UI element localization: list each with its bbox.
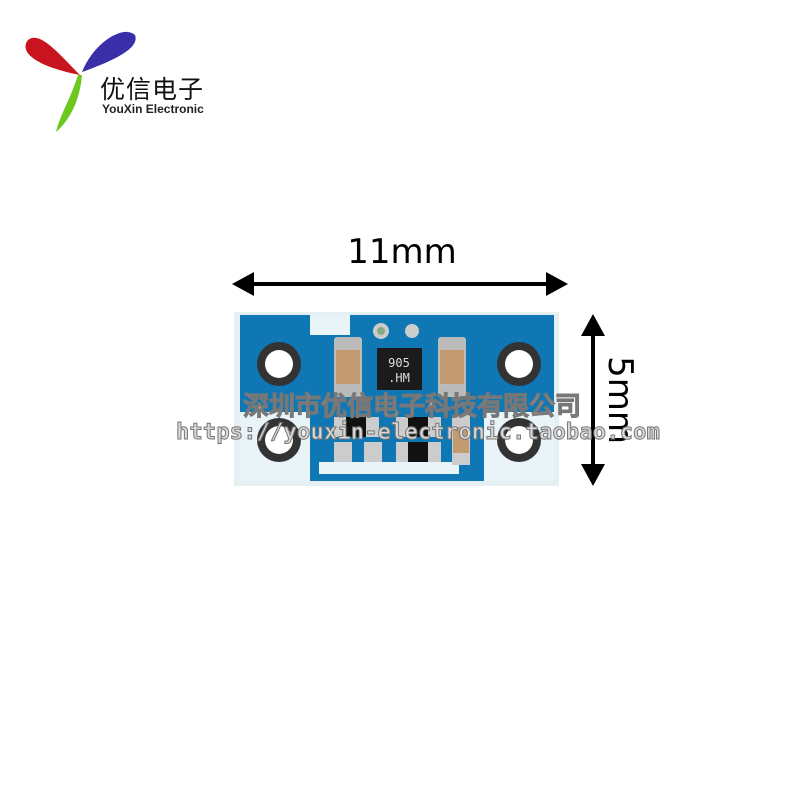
mounting-hole	[497, 418, 541, 462]
capacitor	[334, 337, 362, 397]
smd-component	[334, 417, 379, 437]
chip-marking-2: .HM	[388, 371, 410, 385]
ic-chip	[377, 348, 422, 390]
smd-component	[396, 417, 441, 437]
capacitor	[438, 337, 466, 397]
smd-component	[396, 442, 441, 462]
smd-component	[452, 415, 470, 465]
mounting-hole	[497, 342, 541, 386]
chip-marking-1: 905	[388, 356, 410, 370]
brand-name-cn: 优信电子	[100, 75, 205, 104]
mounting-hole	[257, 342, 301, 386]
pcb-board: 905 .HM	[234, 312, 559, 486]
youxin-logo-icon	[25, 31, 136, 132]
width-dimension-label: 11mm	[347, 232, 457, 272]
watermark-company: 深圳市优信电子科技有限公司	[242, 392, 582, 423]
brand-name-en: YouXin Electronic	[102, 102, 204, 116]
width-arrow-icon	[232, 272, 568, 296]
mounting-hole	[257, 418, 301, 462]
height-arrow-icon	[581, 314, 605, 486]
watermark-url: https://youxin-electronic.taobao.com	[175, 420, 661, 446]
